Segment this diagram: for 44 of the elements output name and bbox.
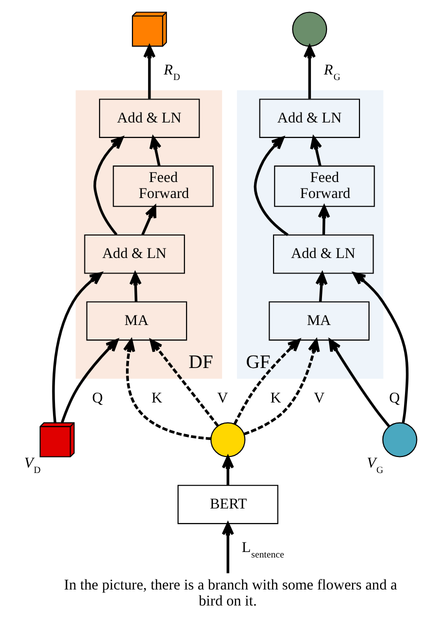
edge-label: Q [92,390,103,406]
node-label: V$_{D}$ [24,456,41,476]
node-box: Add & LN [259,98,360,138]
arrow [123,338,212,440]
arrow [129,272,142,302]
node-label: V$_{G}$ [366,456,384,476]
node-circle [382,422,418,458]
arrow [52,272,102,423]
edge-label: V [314,390,325,406]
edge-label: R$_{D}$ [164,62,180,84]
arrow [93,136,124,236]
arrow [318,205,330,235]
edge-label: Q [389,390,400,406]
arrow [310,136,322,166]
arrow [352,272,408,424]
arrow [141,205,156,236]
arrow [328,338,390,428]
node-box: Feed Forward [112,166,214,207]
edge-label: K [152,390,162,406]
node-box: BERT [178,484,278,524]
arrow [234,338,300,425]
node-box: MA [86,301,188,341]
arrow [244,339,320,436]
arrow [149,136,162,166]
node-circle [292,12,328,47]
arrow [254,136,289,236]
arrow [222,522,234,574]
node-circle [210,422,246,458]
arrow [315,272,328,302]
arrow [143,45,156,99]
arrow [304,45,316,99]
arrow [222,456,234,486]
arrow [60,338,118,423]
node-box: Add & LN [84,234,185,274]
edge-label: R$_{G}$ [324,62,340,84]
node-box: Add & LN [273,234,374,274]
edge-label: V [217,390,228,406]
node-box: Add & LN [99,98,200,138]
edge-label: K [270,390,282,406]
node-text: In the picture, there is a branch with some flowers and a bird on it. [64,578,398,610]
node-box: MA [268,301,370,341]
edge-label: L$_{sentence}$ [242,540,284,560]
arrow [150,339,219,427]
node-box: Feed Forward [274,166,375,207]
